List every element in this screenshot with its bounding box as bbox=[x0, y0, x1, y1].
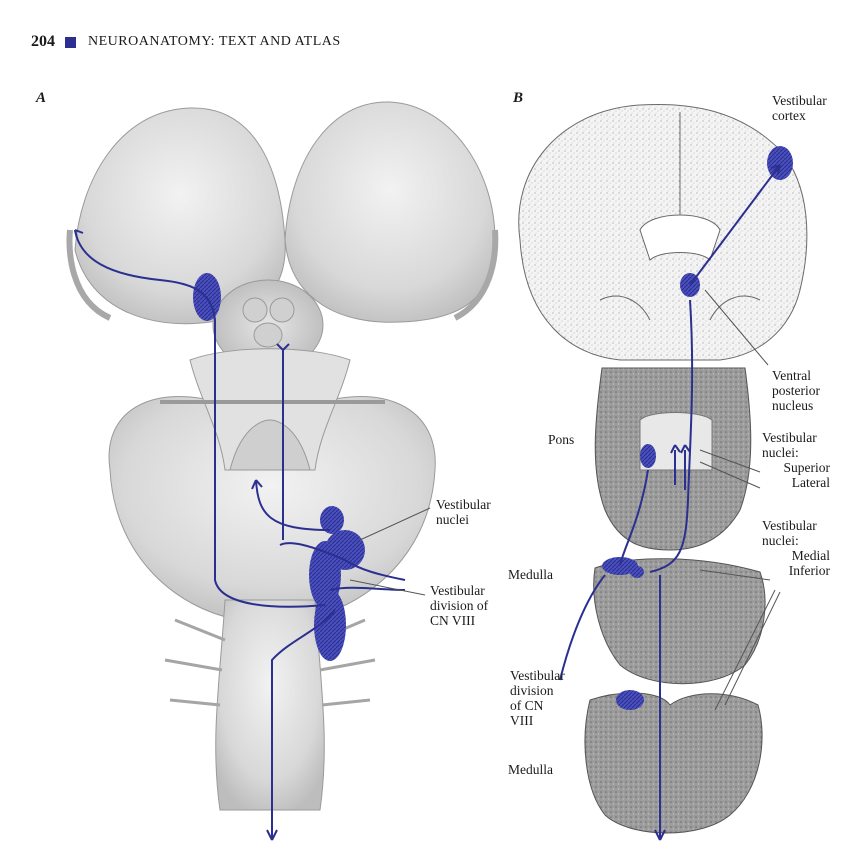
label-vestibular-cortex: Vestibular cortex bbox=[772, 93, 827, 123]
label-medulla-lower: Medulla bbox=[508, 762, 553, 777]
label-vestibular-division-a: Vestibular division of CN VIII bbox=[430, 583, 488, 628]
label-pons: Pons bbox=[548, 432, 574, 447]
label-medulla-upper: Medulla bbox=[508, 567, 553, 582]
label-vestibular-nuclei-pons: Vestibular nuclei: Superior Lateral bbox=[762, 430, 830, 490]
label-vestibular-nuclei-a: Vestibular nuclei bbox=[436, 497, 491, 527]
label-vestibular-nuclei-medulla: Vestibular nuclei: Medial Inferior bbox=[762, 518, 830, 578]
label-ventral-posterior-nucleus: Ventral posterior nucleus bbox=[772, 368, 820, 413]
label-vestibular-division-b: Vestibular division of CN VIII bbox=[510, 668, 565, 728]
